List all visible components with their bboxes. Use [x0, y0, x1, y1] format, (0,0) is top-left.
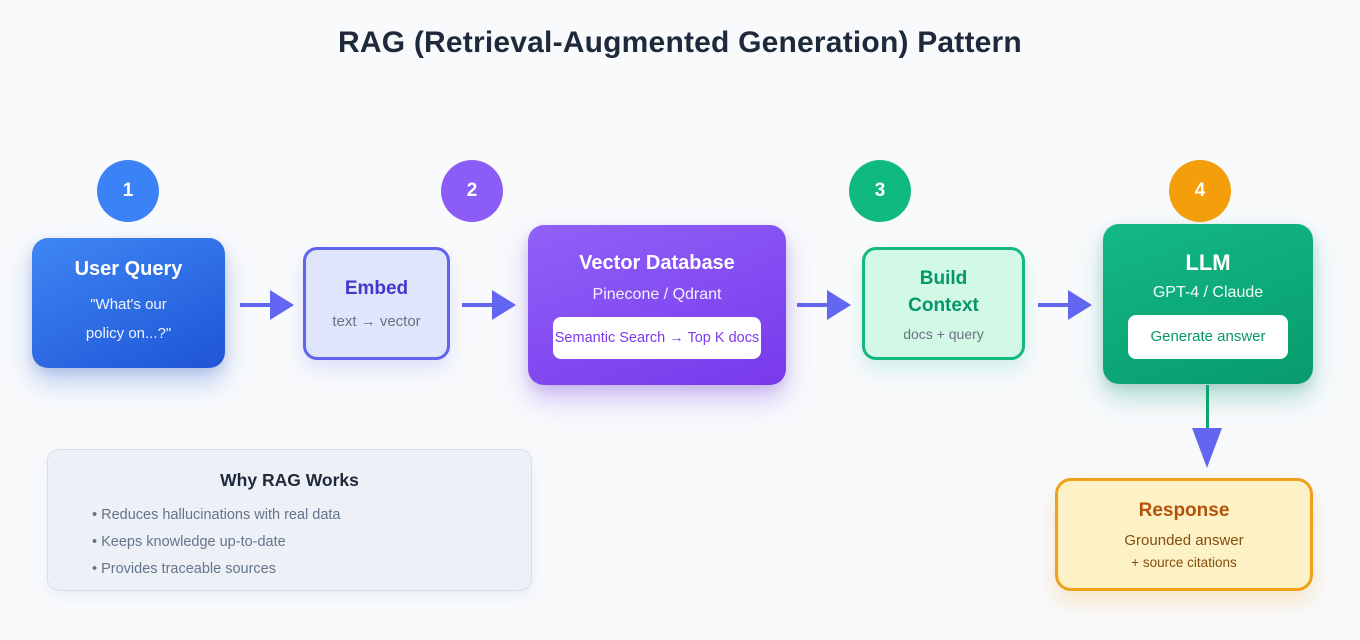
embed-title: Embed	[344, 277, 409, 299]
build-context-title: Build Context	[908, 268, 979, 316]
arrow-head-icon	[492, 290, 516, 320]
step-circle-3: 3	[849, 160, 911, 222]
user-query-title: User Query	[74, 258, 183, 280]
node-build-context: Build Context docs + query	[862, 247, 1025, 360]
build-context-subtitle: docs + query	[903, 326, 984, 342]
llm-subtitle: GPT-4 / Claude	[1152, 283, 1264, 301]
arrow-head-icon	[1068, 290, 1092, 320]
down-arrow-head-icon	[1192, 428, 1222, 468]
vector-db-subtitle: Pinecone / Qdrant	[592, 285, 722, 303]
embed-subtitle: text → vector	[332, 312, 421, 330]
why-rag-panel: Why RAG Works Reduces hallucinations wit…	[47, 449, 532, 591]
arrow-stem	[797, 303, 827, 307]
flow-arrow-1	[240, 290, 294, 320]
arrow-stem	[240, 303, 270, 307]
vector-db-title: Vector Database	[579, 251, 735, 274]
why-rag-title: Why RAG Works	[220, 470, 359, 490]
user-query-subtitle: "What's our policy on...?"	[85, 296, 172, 342]
arrow-head-icon	[827, 290, 851, 320]
arrow-stem	[1038, 303, 1068, 307]
llm-title: LLM	[1185, 249, 1231, 275]
node-llm: LLM GPT-4 / Claude Generate answer	[1103, 224, 1313, 384]
arrow-stem	[462, 303, 492, 307]
step-circle-2: 2	[441, 160, 503, 222]
node-vector-database: Vector Database Pinecone / Qdrant Semant…	[528, 225, 786, 385]
response-subtitle-line1: Grounded answer	[1124, 531, 1244, 549]
node-embed: Embed text → vector	[303, 247, 450, 360]
flow-arrow-3	[797, 290, 851, 320]
arrow-head-icon	[270, 290, 294, 320]
node-response: Response Grounded answer + source citati…	[1055, 478, 1313, 591]
why-rag-bullet-2: Keeps knowledge up-to-date	[92, 529, 531, 556]
step-circle-4: 4	[1169, 160, 1231, 222]
step-number-3: 3	[874, 180, 886, 201]
why-rag-bullet-1: Reduces hallucinations with real data	[92, 502, 531, 529]
generate-answer-badge: Generate answer	[1128, 314, 1288, 359]
node-user-query: User Query "What's our policy on...?"	[32, 238, 225, 368]
step-number-4: 4	[1194, 180, 1206, 201]
semantic-search-badge: Semantic Search → Top K docs	[553, 316, 761, 359]
step-number-1: 1	[122, 180, 134, 201]
why-rag-bullet-3: Provides traceable sources	[92, 556, 531, 583]
flow-arrow-2	[462, 290, 516, 320]
flow-arrow-4	[1038, 290, 1092, 320]
step-number-2: 2	[466, 180, 478, 201]
why-rag-bullet-list: Reduces hallucinations with real data Ke…	[48, 502, 531, 583]
response-title: Response	[1138, 499, 1230, 521]
down-arrow-stem	[1206, 385, 1209, 428]
step-circle-1: 1	[97, 160, 159, 222]
page-title: RAG (Retrieval-Augmented Generation) Pat…	[338, 26, 1022, 59]
response-subtitle-line2: + source citations	[1131, 554, 1237, 570]
